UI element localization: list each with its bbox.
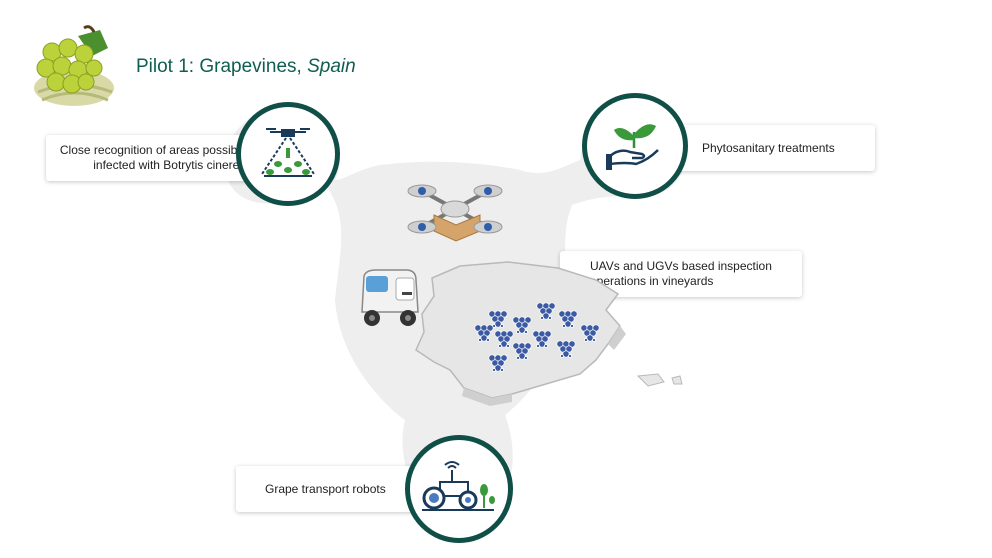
grape-cluster-icon	[494, 330, 514, 348]
hand-with-sprout-icon	[606, 124, 659, 170]
grape-cluster-icon	[558, 310, 578, 328]
drone-scanning-plants-icon	[261, 128, 315, 177]
grape-cluster-icon	[488, 354, 508, 372]
page-title: Pilot 1: Grapevines, Spain	[136, 56, 356, 77]
card-transport-line1: Grape transport robots	[265, 481, 386, 496]
grape-cluster-icon	[532, 330, 552, 348]
grape-cluster-icon	[512, 316, 532, 334]
grape-cluster-icon	[536, 302, 556, 320]
card-botrytis-line1: Close recognition of areas possibly	[59, 143, 246, 157]
grapes-icon	[34, 25, 114, 106]
card-botrytis: Close recognition of areas possibly infe…	[46, 135, 254, 181]
field-robot-icon	[422, 461, 495, 511]
card-botrytis-line2: infected with Botrytis cinerea	[93, 158, 246, 172]
grape-cluster-icon	[580, 324, 600, 342]
grape-cluster-icon	[556, 340, 576, 358]
card-inspection-line1: UAVs and UGVs based inspection	[590, 259, 772, 273]
grape-cluster-icon	[512, 342, 532, 360]
card-phyto-line1: Phytosanitary treatments	[702, 140, 835, 155]
grape-cluster-icon	[474, 324, 494, 342]
grape-clusters-layer	[474, 302, 600, 372]
ground-robot-vehicle-icon	[361, 269, 419, 326]
quadcopter-drone-icon	[407, 184, 503, 242]
card-inspection-line2: operations in vineyards	[590, 274, 714, 288]
spain-map-icon	[415, 261, 683, 406]
title-place: Spain	[307, 56, 356, 77]
